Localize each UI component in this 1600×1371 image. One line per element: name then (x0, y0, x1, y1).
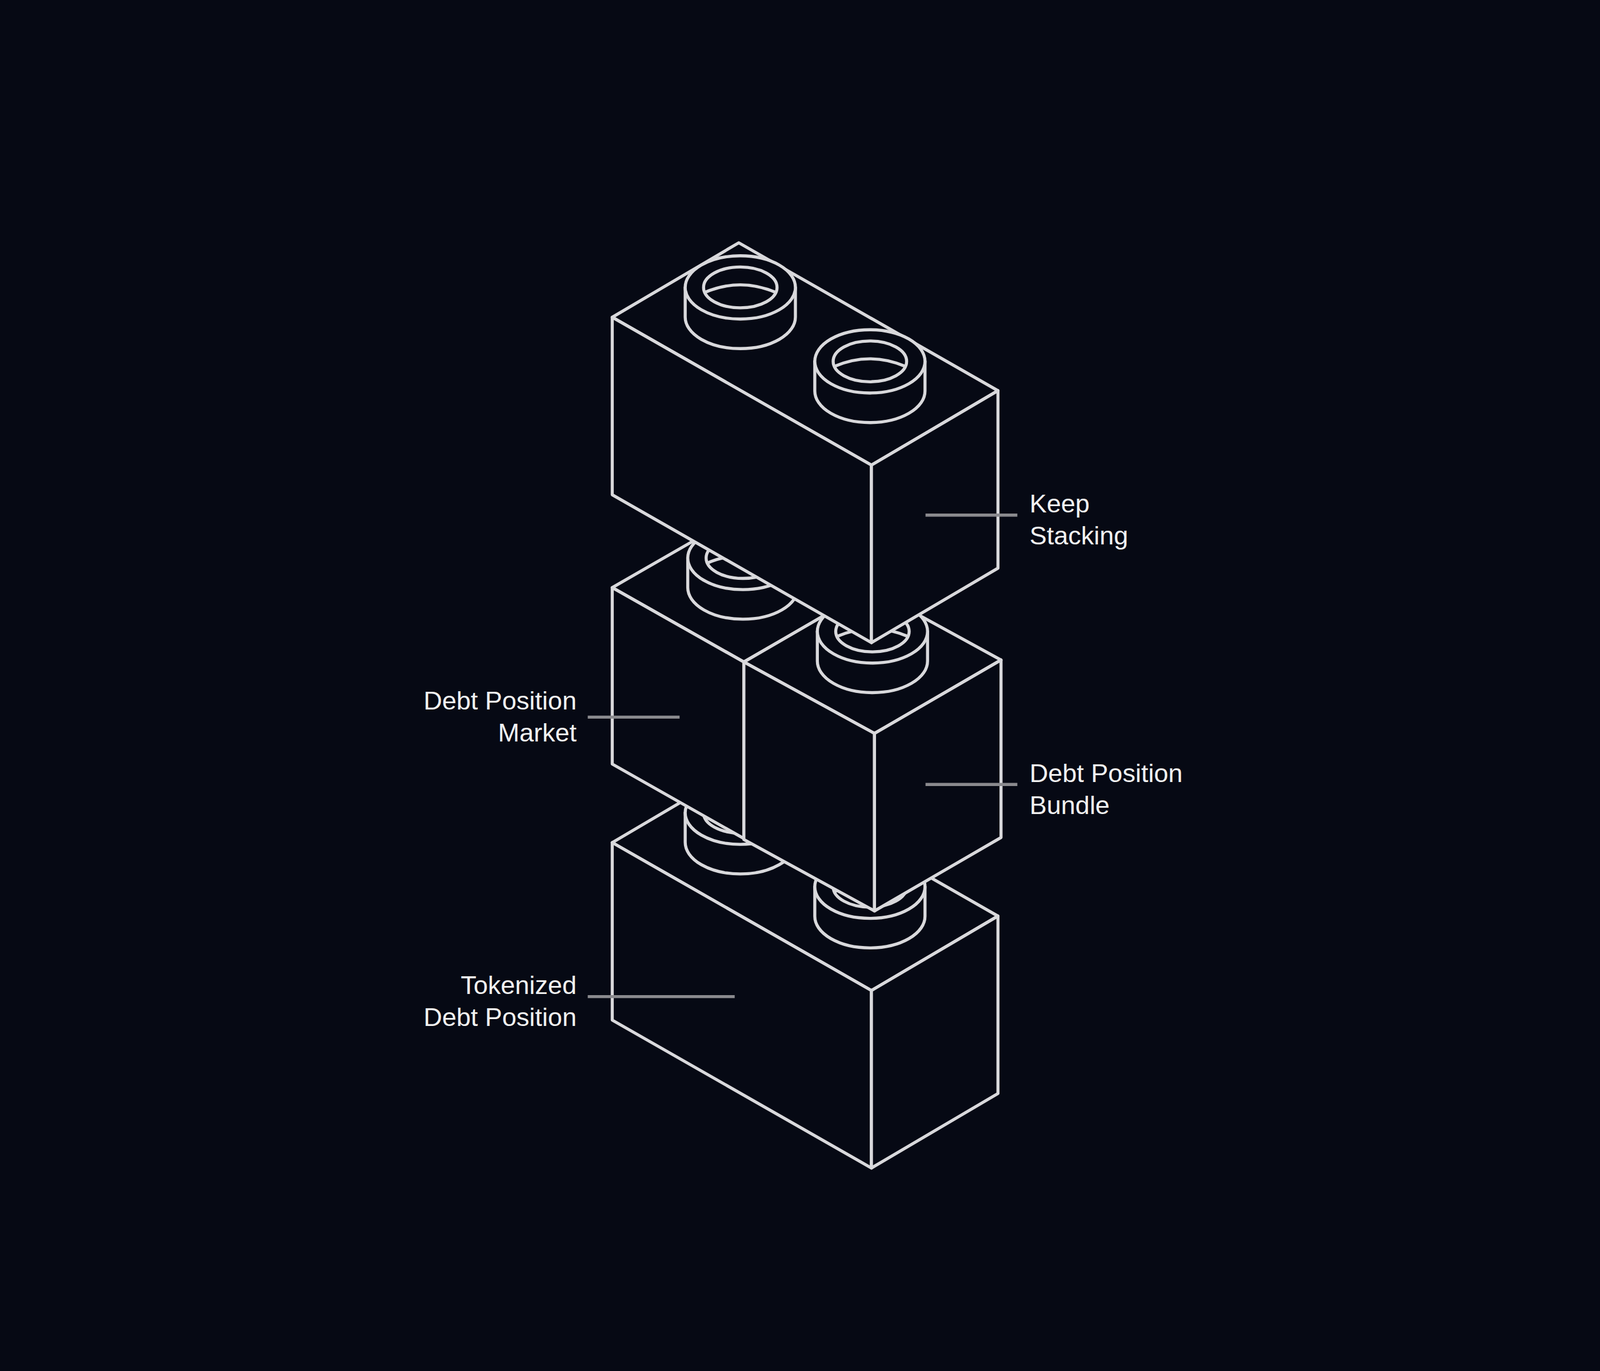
part-label: Debt Position Market (413, 685, 577, 750)
part-label: Tokenized Debt Position (410, 969, 577, 1034)
stud-hole-depth (704, 285, 776, 293)
leader-line (588, 995, 735, 999)
leader-line (588, 716, 680, 719)
top-brick (612, 242, 998, 643)
brick-right-face (871, 916, 998, 1169)
stud-hole-depth (834, 358, 906, 367)
stud-top (685, 256, 796, 320)
stud-top (814, 329, 926, 394)
part-label: Keep Stacking (1029, 488, 1173, 552)
stud-hole (833, 341, 907, 382)
bricks (612, 242, 1001, 1169)
brick-left-face (612, 588, 744, 839)
leader-line (925, 513, 1018, 517)
part-label: Debt Position Bundle (1029, 757, 1193, 822)
leader-line (925, 783, 1018, 787)
leader-lines (588, 515, 1018, 998)
stud-hole (703, 266, 778, 308)
brick-left-face (744, 662, 875, 912)
